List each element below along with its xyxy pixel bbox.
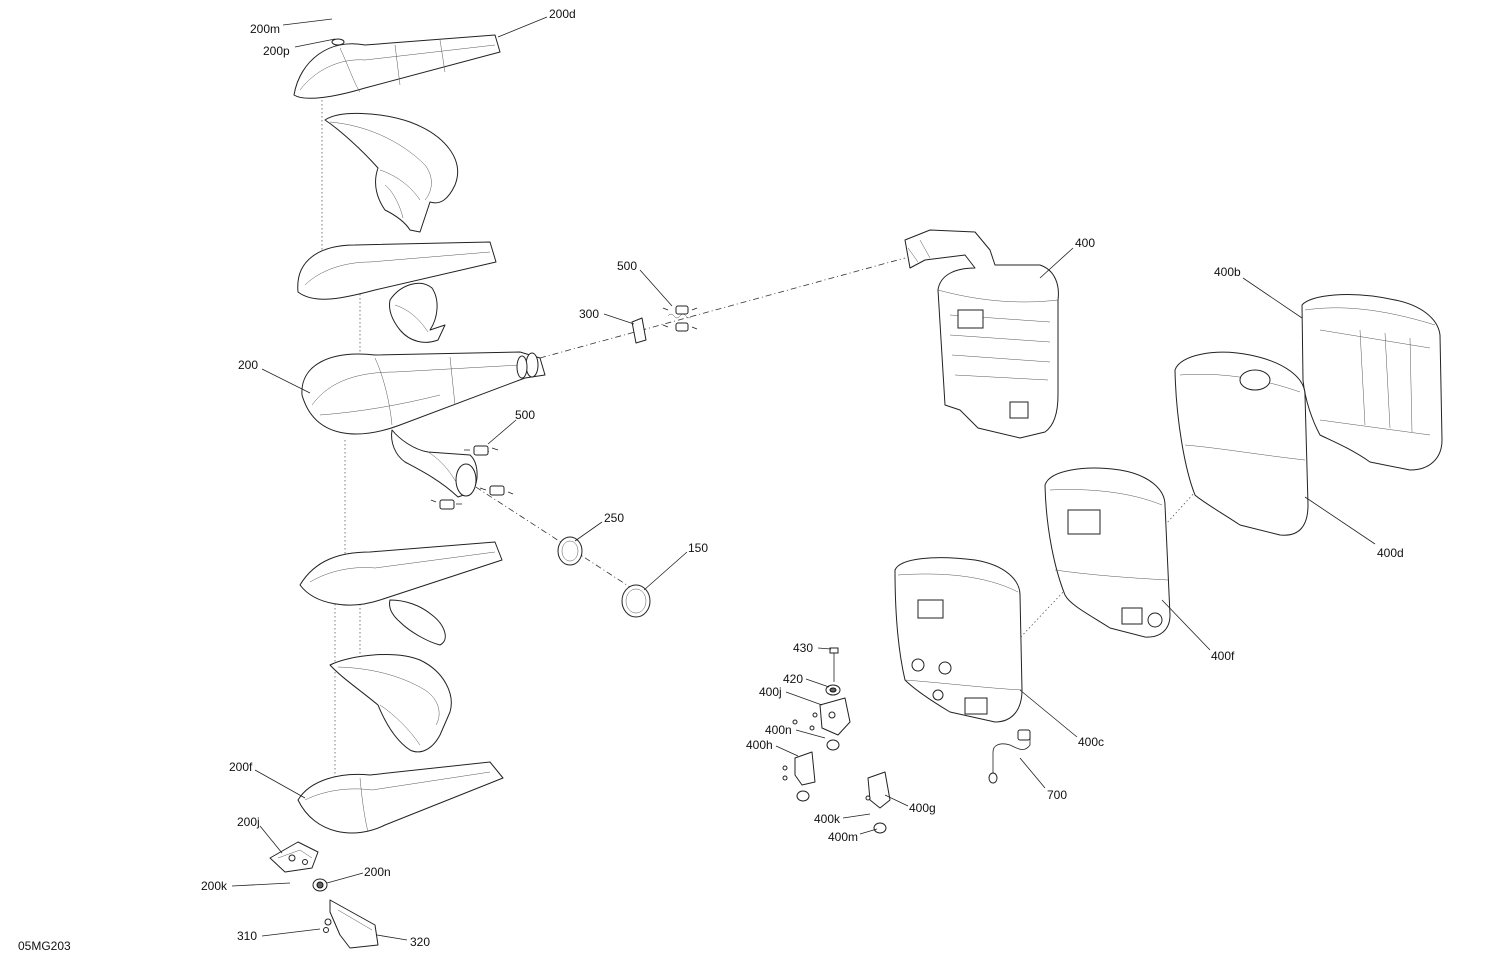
callout-500-upper: 500 bbox=[617, 259, 637, 273]
shell-400c bbox=[894, 557, 1023, 723]
callout-400d: 400d bbox=[1377, 546, 1404, 560]
springs-and-clamp bbox=[430, 305, 698, 510]
pipe-cover-lower bbox=[299, 541, 503, 646]
callout-200f: 200f bbox=[229, 760, 253, 774]
callout-420: 420 bbox=[783, 672, 803, 686]
callout-700: 700 bbox=[1047, 788, 1067, 802]
mount-hardware bbox=[782, 647, 891, 834]
drawing-code: 05MG203 bbox=[18, 939, 71, 953]
pipe-cover-middle bbox=[297, 241, 497, 343]
gaskets bbox=[557, 536, 651, 618]
callout-400n: 400n bbox=[765, 723, 792, 737]
pipe-heatshield-upper bbox=[324, 113, 459, 233]
sensor-700 bbox=[988, 729, 1031, 784]
callout-400h: 400h bbox=[746, 738, 773, 752]
callout-400: 400 bbox=[1075, 236, 1095, 250]
callout-200m: 200m bbox=[250, 22, 280, 36]
callout-430: 430 bbox=[793, 641, 813, 655]
callout-400g: 400g bbox=[909, 801, 936, 815]
callout-310: 310 bbox=[237, 929, 257, 943]
callout-labels: 200m 200p 200d 500 300 400 400b 200 500 … bbox=[201, 7, 1404, 949]
callout-500-lower: 500 bbox=[515, 408, 535, 422]
pipe-bracket-assembly bbox=[269, 841, 379, 949]
callout-200d: 200d bbox=[549, 7, 576, 21]
callout-400k: 400k bbox=[814, 812, 841, 826]
muffler-400 bbox=[904, 229, 1059, 439]
callout-200p: 200p bbox=[263, 44, 290, 58]
callout-400j: 400j bbox=[759, 685, 782, 699]
callout-200k: 200k bbox=[201, 879, 228, 893]
callout-250: 250 bbox=[604, 511, 624, 525]
pipe-cover-top bbox=[293, 34, 501, 99]
callout-200n: 200n bbox=[364, 865, 391, 879]
callout-200: 200 bbox=[238, 358, 258, 372]
callout-300: 300 bbox=[579, 307, 599, 321]
callout-150: 150 bbox=[688, 541, 708, 555]
outer-shell-400b bbox=[1301, 294, 1443, 471]
pipe-heatshield-lower bbox=[329, 654, 452, 753]
callout-200j: 200j bbox=[237, 815, 260, 829]
pipe-cover-bottom bbox=[297, 761, 504, 834]
callout-400m: 400m bbox=[828, 830, 858, 844]
callout-400c: 400c bbox=[1078, 735, 1104, 749]
callout-320: 320 bbox=[410, 935, 430, 949]
callout-leaders bbox=[231, 16, 1376, 941]
shell-400d bbox=[1174, 351, 1309, 536]
exhaust-pipe-main bbox=[301, 351, 546, 498]
callout-400b: 400b bbox=[1214, 265, 1241, 279]
shell-400f bbox=[1044, 467, 1171, 638]
callout-400f: 400f bbox=[1211, 649, 1235, 663]
